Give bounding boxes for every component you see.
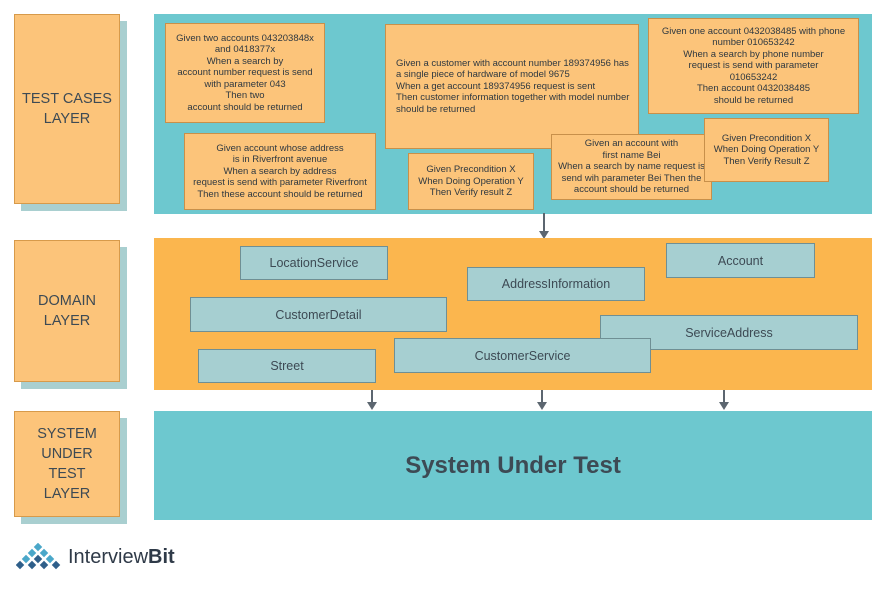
test-cases-layer-label: TEST CASES LAYER — [14, 14, 120, 204]
arrow-down-icon — [537, 390, 547, 410]
entity-customer-service: CustomerService — [394, 338, 651, 373]
test-case-note: Given one account 0432038485 with phone … — [648, 18, 859, 114]
test-case-note: Given a customer with account number 189… — [385, 24, 639, 149]
arrow-down-icon — [719, 390, 729, 410]
sut-title: System Under Test — [405, 451, 621, 479]
test-case-note: Given an account with first name Bei Whe… — [551, 134, 712, 200]
entity-location-service: LocationService — [240, 246, 388, 280]
entity-customer-detail: CustomerDetail — [190, 297, 447, 332]
logo-diamond-icon — [16, 543, 61, 570]
entity-street: Street — [198, 349, 376, 383]
test-case-note: Given account whose address is in Riverf… — [184, 133, 376, 210]
sut-layer-label: SYSTEM UNDER TEST LAYER — [14, 411, 120, 517]
sut-band: System Under Test — [154, 411, 872, 520]
test-case-note: Given Precondition X When Doing Operatio… — [408, 153, 534, 210]
test-case-note: Given two accounts 043203848x and 041837… — [165, 23, 325, 123]
arrow-down-icon — [367, 390, 377, 410]
entity-address-information: AddressInformation — [467, 267, 645, 301]
interviewbit-logo: InterviewBit — [16, 543, 175, 571]
arrow-down-icon — [539, 213, 549, 239]
logo-text: InterviewBit — [68, 545, 175, 568]
test-case-note: Given Precondition X When Doing Operatio… — [704, 118, 829, 182]
entity-account: Account — [666, 243, 815, 278]
domain-layer-label: DOMAIN LAYER — [14, 240, 120, 382]
